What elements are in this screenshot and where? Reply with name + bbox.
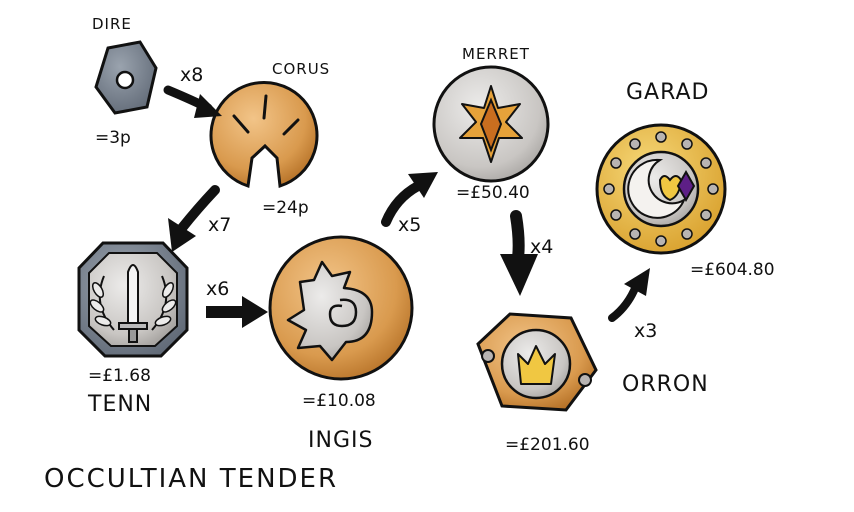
- coin-value-corus: =24p: [262, 198, 309, 218]
- garad-stud: [630, 229, 640, 239]
- multiplier-x8: x8: [180, 64, 203, 86]
- garad-stud: [611, 210, 621, 220]
- coin-name-garad: GARAD: [626, 80, 709, 105]
- coin-name-merret: MERRET: [462, 45, 530, 63]
- arrow-x6: [206, 296, 268, 328]
- garad-coin: [597, 125, 725, 253]
- multiplier-x6: x6: [206, 278, 229, 300]
- coin-name-corus: CORUS: [272, 60, 330, 78]
- arrow-x3: [612, 268, 650, 318]
- garad-stud: [682, 229, 692, 239]
- multiplier-x4: x4: [530, 236, 553, 258]
- coin-value-dire: =3p: [95, 128, 131, 148]
- multiplier-x3: x3: [634, 320, 657, 342]
- garad-stud: [611, 158, 621, 168]
- coin-name-dire: DIRE: [92, 15, 132, 33]
- orron-coin: [478, 314, 596, 410]
- ingis-coin: [270, 237, 412, 379]
- dire-coin: [96, 42, 156, 113]
- corus-coin: [211, 82, 317, 186]
- garad-stud: [656, 132, 666, 142]
- coin-name-tenn: TENN: [88, 392, 152, 417]
- tenn-coin: [79, 243, 187, 356]
- garad-stud: [701, 210, 711, 220]
- coin-value-garad: =£604.80: [690, 260, 775, 280]
- multiplier-x7: x7: [208, 214, 231, 236]
- coin-value-ingis: =£10.08: [302, 391, 376, 411]
- garad-stud: [708, 184, 718, 194]
- garad-stud: [656, 236, 666, 246]
- garad-stud: [630, 139, 640, 149]
- diagram-title: OCCULTIAN TENDER: [44, 464, 338, 494]
- coin-value-orron: =£201.60: [505, 435, 590, 455]
- coin-value-merret: =£50.40: [456, 183, 530, 203]
- coin-value-tenn: =£1.68: [88, 366, 151, 386]
- merret-coin: [434, 67, 548, 181]
- garad-stud: [701, 158, 711, 168]
- multiplier-x5: x5: [398, 214, 421, 236]
- coin-name-ingis: INGIS: [308, 428, 373, 453]
- garad-stud: [682, 139, 692, 149]
- garad-stud: [604, 184, 614, 194]
- coin-name-orron: ORRON: [622, 372, 709, 397]
- arrow-x8: [168, 90, 222, 118]
